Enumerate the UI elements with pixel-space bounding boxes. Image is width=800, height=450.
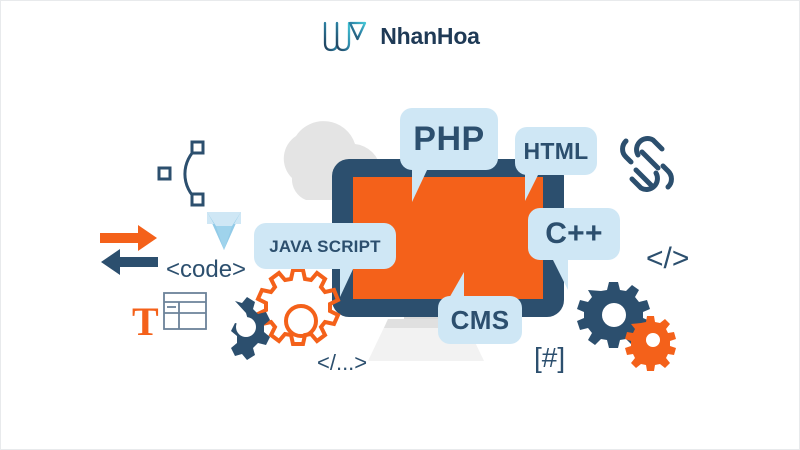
tech-bubble-html: HTML (515, 127, 597, 201)
table-grid-icon (163, 292, 207, 330)
gear-icon-orange (255, 268, 341, 346)
diamond-gem-icon (207, 212, 241, 250)
computer-monitor (332, 159, 564, 317)
tech-bubble-php: PHP (400, 108, 498, 202)
brand-header: NhanHoa (1, 19, 799, 53)
tech-bubble-cpp: C++ (528, 208, 620, 290)
brand-name: NhanHoa (380, 22, 480, 49)
text-tool-glyph: T (132, 299, 159, 344)
tech-bubble-php-label: PHP (413, 120, 485, 158)
bubble-tail (525, 173, 547, 201)
angle-bracket-glyph: </> (646, 242, 690, 275)
tech-bubble-javascript-label: JAVA SCRIPT (269, 236, 381, 256)
bubble-tail (412, 168, 438, 202)
broken-link-icon (620, 136, 674, 192)
gear-icon-navy-left (231, 297, 270, 360)
gear-icon-orange-small (625, 316, 676, 371)
gear-icon-navy-right (577, 282, 650, 348)
code-ellipsis-glyph: </...> (317, 350, 368, 375)
tech-bubble-html-label: HTML (523, 137, 589, 164)
nhanhoa-w-mark-icon (324, 21, 367, 52)
bubble-tail (340, 267, 366, 297)
bubble-tail (442, 272, 464, 300)
code-tag-glyph: <code> (166, 256, 247, 283)
tech-bubble-javascript: JAVA SCRIPT (254, 223, 396, 297)
tech-bubble-cms-label: CMS (450, 305, 510, 335)
bezier-curve-icon (157, 140, 205, 207)
tech-bubble-cms: CMS (438, 272, 522, 344)
hash-bracket-glyph: [#] (534, 342, 566, 373)
bubble-tail (542, 258, 568, 290)
exchange-arrows-icon (100, 225, 158, 275)
tech-bubble-cpp-label: C++ (545, 217, 603, 250)
